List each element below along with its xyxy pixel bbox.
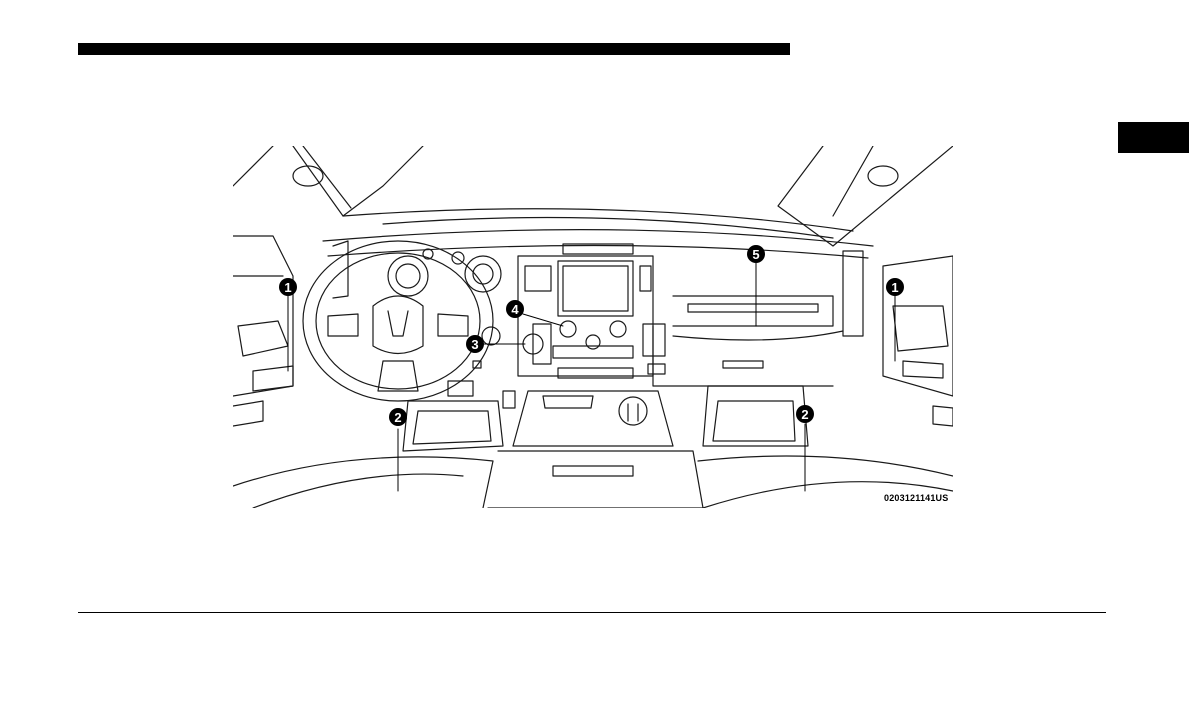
header-rule [78,43,790,55]
footer-rule [78,612,1106,613]
callout-2-left: 2 [389,408,407,426]
front-seats [233,456,953,508]
callout-4-label: 4 [511,302,519,317]
callout-2-left-label: 2 [394,410,401,425]
callout-3: 3 [466,335,484,353]
figure-code: 0203121141US [884,493,948,503]
callout-3-label: 3 [471,337,478,352]
callout-5-label: 5 [752,247,759,262]
callout-1-right: 1 [886,278,904,296]
floor [403,361,808,451]
instrument-cluster [333,241,501,298]
steering-wheel [303,241,500,401]
callout-1-left: 1 [279,278,297,296]
chapter-tab [1118,122,1189,153]
left-door [233,236,293,426]
interior-illustration: 1 2 3 4 5 1 2 [233,146,953,508]
callout-5: 5 [747,245,765,263]
callout-4: 4 [506,300,524,318]
center-console [488,391,703,508]
callout-2-right-label: 2 [801,407,808,422]
center-stack [518,256,665,378]
callout-2-right: 2 [796,405,814,423]
callout-1-right-label: 1 [891,280,898,295]
windshield-frame [233,146,953,246]
callout-1-left-label: 1 [284,280,291,295]
